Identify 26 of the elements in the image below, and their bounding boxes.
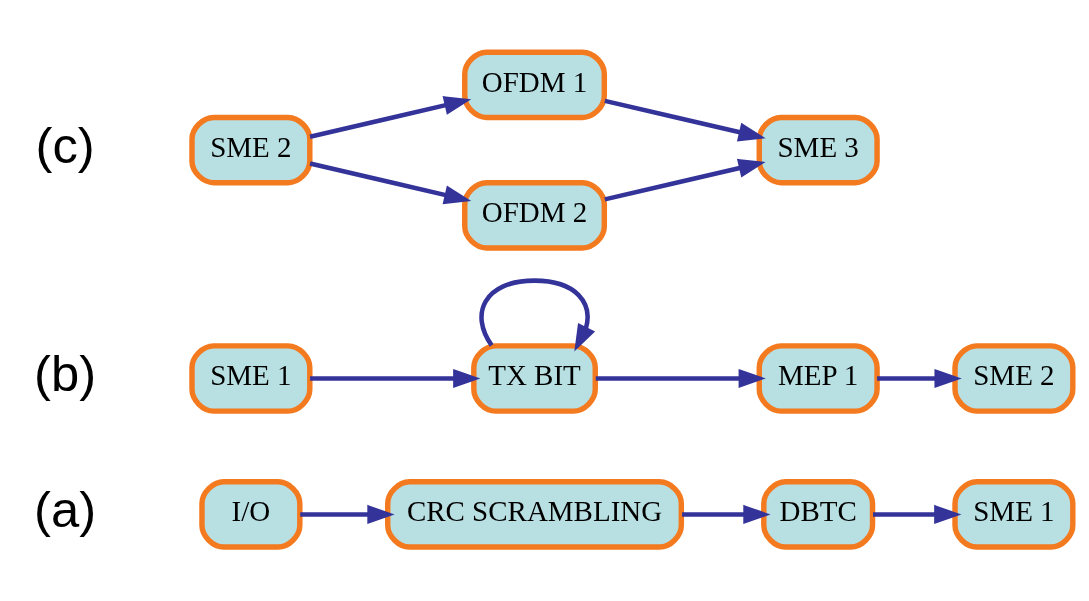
node-box: SME 1 xyxy=(189,342,313,414)
arrow xyxy=(595,368,766,388)
node-box: OFDM 1 xyxy=(462,49,608,120)
node-box: I/O xyxy=(199,478,303,550)
node-box: CRC SCRAMBLING xyxy=(385,478,685,550)
node-box: SME 3 xyxy=(756,114,880,185)
node-box: SME 1 xyxy=(952,478,1076,550)
node-box: SME 2 xyxy=(952,342,1076,414)
arrow xyxy=(309,95,472,139)
arrow xyxy=(309,160,472,204)
node-box: TX BIT xyxy=(471,342,598,414)
arrow xyxy=(479,277,596,351)
node-box: SME 2 xyxy=(189,114,313,185)
label: (c) xyxy=(35,116,95,174)
arrow xyxy=(682,504,771,524)
arrow xyxy=(310,368,481,388)
node-box: DBTC xyxy=(761,478,876,550)
label: (a) xyxy=(34,480,97,538)
node-box: OFDM 2 xyxy=(462,179,608,251)
arrow xyxy=(300,504,395,524)
arrow xyxy=(604,98,766,141)
arrow xyxy=(873,504,962,524)
label: (b) xyxy=(34,344,97,402)
node-box: MEP 1 xyxy=(756,342,880,414)
arrow xyxy=(877,368,962,388)
arrow xyxy=(604,158,766,202)
